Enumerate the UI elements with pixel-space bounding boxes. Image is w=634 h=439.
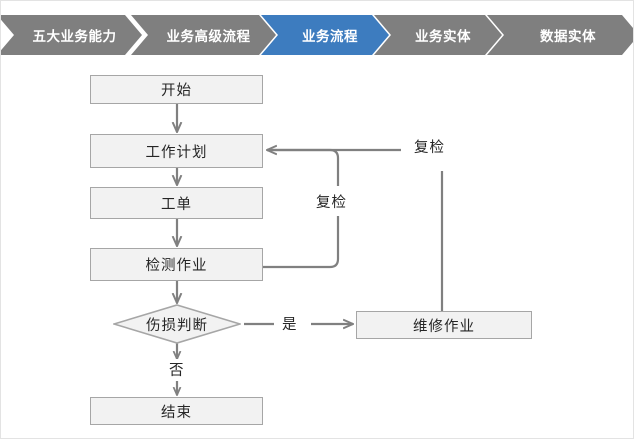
breadcrumb: 五大业务能力 业务高级流程 业务流程 业务实体 数据实体 xyxy=(1,15,634,55)
breadcrumb-item-3-label: 业务流程 xyxy=(302,29,358,44)
node-repair[interactable]: 维修作业 xyxy=(356,311,532,339)
node-repair-label: 维修作业 xyxy=(413,318,475,335)
node-plan[interactable]: 工作计划 xyxy=(90,134,263,168)
node-end[interactable]: 结束 xyxy=(90,397,263,425)
node-inspect-label: 检测作业 xyxy=(145,258,208,274)
node-order-label: 工单 xyxy=(161,196,192,213)
breadcrumb-item-1-label: 五大业务能力 xyxy=(32,29,117,44)
node-start[interactable]: 开始 xyxy=(90,75,263,104)
node-plan-label: 工作计划 xyxy=(145,144,208,161)
edge-label-recheck-outer: 复检 xyxy=(411,136,448,157)
edge-label-recheck-inner: 复检 xyxy=(313,191,350,212)
breadcrumb-item-3[interactable]: 业务流程 xyxy=(261,15,389,55)
node-decision[interactable]: 伤损判断 xyxy=(113,304,241,344)
edge-recheck-inner-upper xyxy=(267,150,340,186)
node-decision-label: 伤损判断 xyxy=(146,317,208,334)
breadcrumb-item-1[interactable]: 五大业务能力 xyxy=(0,15,142,55)
node-order[interactable]: 工单 xyxy=(90,187,263,219)
node-end-label: 结束 xyxy=(161,404,192,421)
breadcrumb-item-5-label: 数据实体 xyxy=(540,29,596,44)
node-inspect[interactable]: 检测作业 xyxy=(90,248,263,281)
edge-recheck-inner-lower xyxy=(263,216,340,269)
edge-label-no: 否 xyxy=(166,359,188,380)
breadcrumb-item-5[interactable]: 数据实体 xyxy=(487,15,634,55)
breadcrumb-item-2[interactable]: 业务高级流程 xyxy=(131,15,276,55)
breadcrumb-item-4[interactable]: 业务实体 xyxy=(374,15,502,55)
node-start-label: 开始 xyxy=(161,83,192,99)
breadcrumb-item-4-label: 业务实体 xyxy=(415,29,471,44)
breadcrumb-item-2-label: 业务高级流程 xyxy=(166,29,251,44)
edge-label-yes: 是 xyxy=(279,313,301,334)
diamond-shape-icon xyxy=(113,304,241,344)
